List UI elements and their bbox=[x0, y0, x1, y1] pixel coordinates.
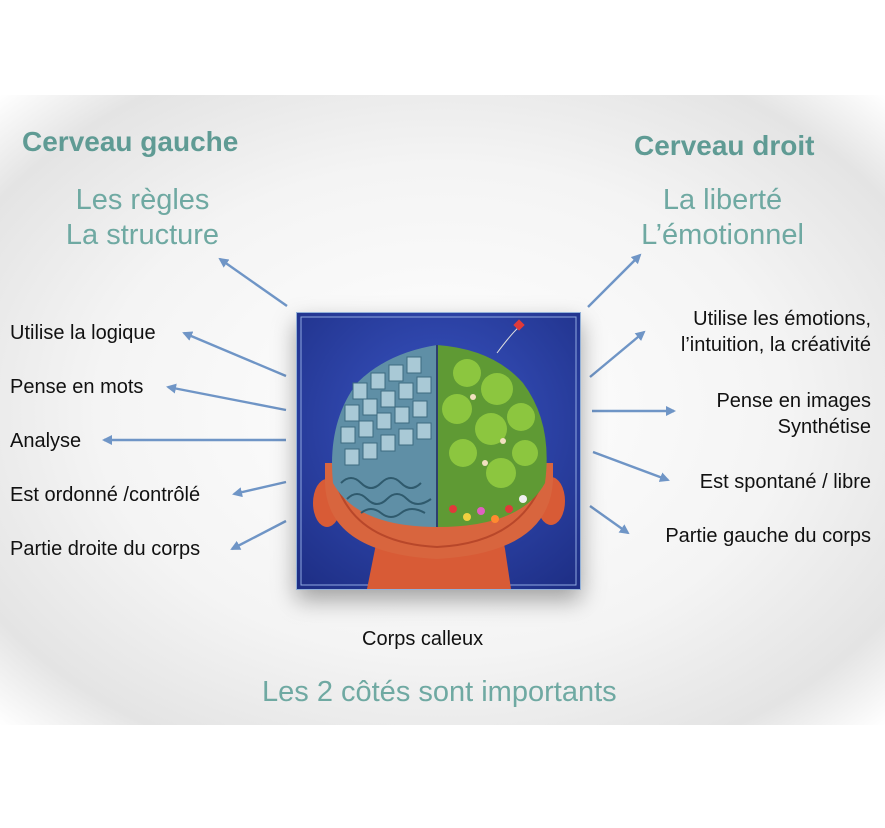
corpus-callosum-caption: Corps calleux bbox=[362, 628, 484, 650]
brain-icon bbox=[297, 313, 580, 589]
arrow-right-body bbox=[589, 505, 630, 535]
arrow-right-spontaneous bbox=[592, 450, 670, 482]
right-brain-title: Cerveau droit bbox=[634, 130, 815, 161]
arrow-left-body bbox=[230, 519, 287, 551]
right-item-images: Pense en images Synthétise bbox=[716, 388, 871, 440]
right-item-left-body: Partie gauche du corps bbox=[665, 523, 871, 549]
arrow-left-traits bbox=[218, 257, 288, 307]
left-trait-structure: La structure bbox=[65, 219, 220, 251]
left-item-ordered: Est ordonné /contrôlé bbox=[10, 484, 201, 506]
left-item-logic: Utilise la logique bbox=[10, 322, 156, 344]
right-item-emotions-line1: Utilise les émotions, bbox=[693, 308, 871, 330]
left-brain-title: Cerveau gauche bbox=[22, 126, 239, 157]
right-item-spontaneous-line1: Est spontané / libre bbox=[699, 471, 871, 493]
right-traits: La liberté L’émotionnel bbox=[620, 183, 825, 253]
left-item-right-body: Partie droite du corps bbox=[10, 538, 201, 560]
arrow-left-words bbox=[166, 383, 287, 412]
left-item-words: Pense en mots bbox=[10, 376, 144, 398]
left-traits: Les règles La structure bbox=[40, 183, 245, 253]
right-item-images-line1: Pense en images bbox=[716, 390, 871, 412]
right-trait-freedom: La liberté bbox=[662, 184, 783, 216]
arrow-right-traits bbox=[587, 253, 642, 308]
footer-text: Les 2 côtés sont importants bbox=[262, 676, 617, 708]
arrow-left-logic bbox=[182, 331, 287, 378]
right-item-emotions: Utilise les émotions, l’intuition, la cr… bbox=[681, 306, 871, 358]
right-item-left-body-line1: Partie gauche du corps bbox=[665, 525, 871, 547]
right-trait-emotional: L’émotionnel bbox=[641, 219, 804, 251]
right-item-emotions-line2: l’intuition, la créativité bbox=[680, 334, 871, 356]
right-item-images-line2: Synthétise bbox=[777, 416, 871, 438]
right-item-spontaneous: Est spontané / libre bbox=[700, 469, 871, 495]
arrow-left-ordered bbox=[232, 480, 287, 498]
arrow-right-emotions bbox=[589, 330, 646, 378]
left-trait-rules: Les règles bbox=[75, 184, 210, 216]
left-item-analysis: Analyse bbox=[10, 430, 82, 452]
brain-illustration bbox=[296, 312, 581, 590]
